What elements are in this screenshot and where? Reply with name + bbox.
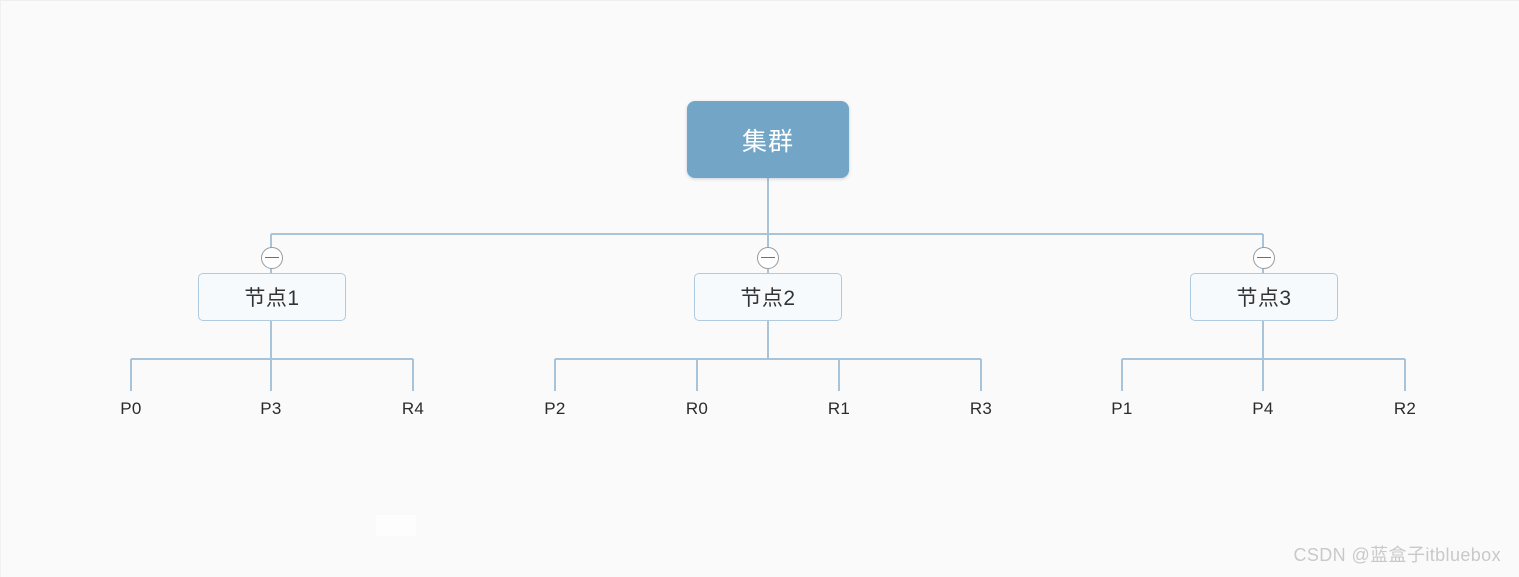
collapse-minus-icon[interactable] [261,247,283,269]
collapse-minus-icon[interactable] [757,247,779,269]
leaf-label[interactable]: P4 [1252,399,1274,418]
leaf-label[interactable]: P0 [120,399,142,418]
leaf-label[interactable]: R4 [401,399,425,418]
branch-node-label: 节点1 [244,287,300,310]
branch-node-3[interactable]: 节点3 [1190,273,1338,321]
root-node-cluster[interactable]: 集群 [687,101,849,178]
leaf-label[interactable]: P2 [544,399,566,418]
collapse-minus-icon[interactable] [1253,247,1275,269]
branch-node-label: 节点3 [1236,287,1292,310]
leaf-label[interactable]: P1 [1111,399,1133,418]
branch-node-label: 节点2 [740,287,796,310]
leaf-label[interactable]: P3 [260,399,282,418]
branch-node-2[interactable]: 节点2 [694,273,842,321]
watermark-text: CSDN @蓝盒子itbluebox [1293,545,1501,565]
branch-node-1[interactable]: 节点1 [198,273,346,321]
leaf-label[interactable]: R3 [969,399,993,418]
leaf-label[interactable]: R2 [1393,399,1417,418]
root-node-label: 集群 [741,127,794,156]
leaf-label[interactable]: R1 [827,399,851,418]
blank-artifact [376,515,416,536]
leaf-label[interactable]: R0 [685,399,709,418]
